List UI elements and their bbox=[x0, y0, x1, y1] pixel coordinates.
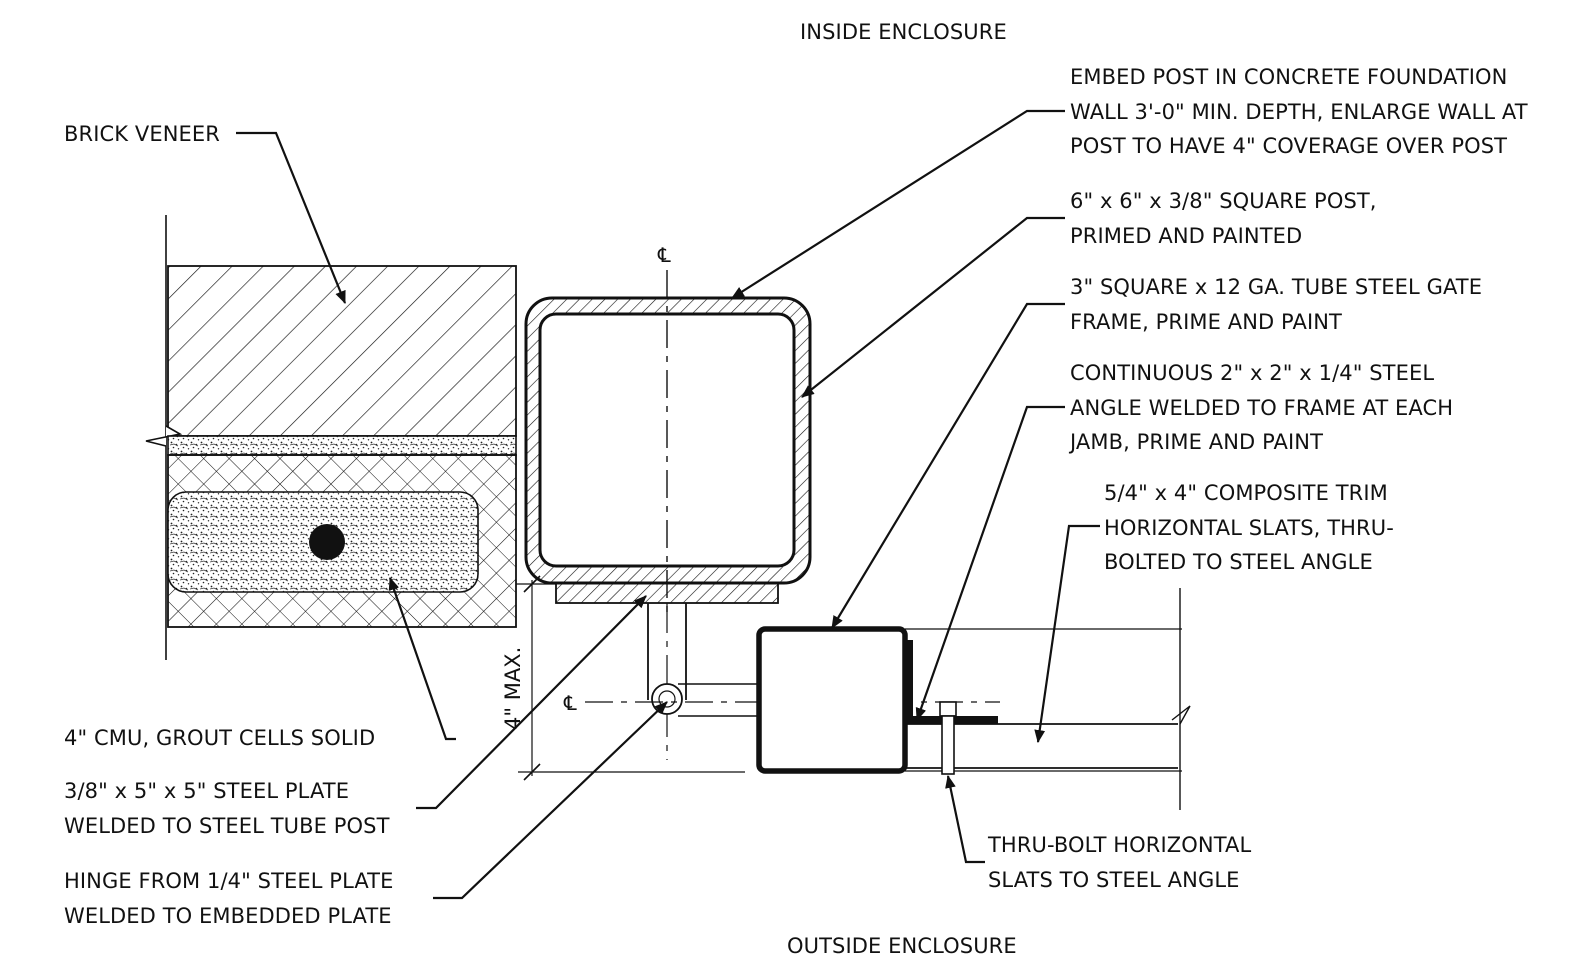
embed-post-note: EMBED POST IN CONCRETE FOUNDATION WALL 3… bbox=[1070, 60, 1528, 164]
dimension-text: 4" MAX. bbox=[501, 647, 525, 730]
hinge-note: HINGE FROM 1/4" STEEL PLATE WELDED TO EM… bbox=[64, 864, 393, 933]
note-line: CONTINUOUS 2" x 2" x 1/4" STEEL bbox=[1070, 361, 1435, 385]
note-line: 3" SQUARE x 12 GA. TUBE STEEL GATE bbox=[1070, 275, 1483, 299]
thru-bolt-note: THRU-BOLT HORIZONTAL SLATS TO STEEL ANGL… bbox=[988, 828, 1251, 897]
leader-steel-plate bbox=[416, 595, 647, 810]
note-line: HORIZONTAL SLATS, THRU- bbox=[1104, 515, 1394, 540]
rebar-dot bbox=[309, 524, 345, 560]
composite-trim-note: 5/4" x 4" COMPOSITE TRIM HORIZONTAL SLAT… bbox=[1104, 476, 1394, 580]
leader-gate-frame bbox=[831, 302, 1065, 629]
centerline-symbol-post: ℄ bbox=[657, 243, 671, 267]
leader-hinge bbox=[433, 701, 668, 900]
leader-steel-angle bbox=[915, 405, 1065, 722]
wall-assembly bbox=[145, 215, 517, 660]
leader-composite-trim bbox=[1034, 524, 1100, 744]
leader-cmu bbox=[388, 576, 456, 741]
note-line: FRAME, PRIME AND PAINT bbox=[1070, 309, 1342, 334]
leader-brick-veneer bbox=[236, 131, 347, 305]
cmu-note: 4" CMU, GROUT CELLS SOLID bbox=[64, 726, 376, 750]
square-post-note: 6" x 6" x 3/8" SQUARE POST, PRIMED AND P… bbox=[1070, 184, 1377, 253]
square-post bbox=[524, 270, 812, 620]
note-line: JAMB, PRIME AND PAINT bbox=[1070, 430, 1324, 454]
gate-frame-note: 3" SQUARE x 12 GA. TUBE STEEL GATE FRAME… bbox=[1070, 270, 1482, 339]
leader-thru-bolt bbox=[945, 774, 985, 864]
note-line: EMBED POST IN CONCRETE FOUNDATION bbox=[1070, 65, 1508, 89]
steel-plate-note: 3/8" x 5" x 5" STEEL PLATE WELDED TO STE… bbox=[64, 774, 390, 843]
leader-lines bbox=[236, 109, 1100, 900]
centerline-symbol-hinge: ℄ bbox=[563, 691, 577, 715]
note-line: WELDED TO STEEL TUBE POST bbox=[64, 813, 390, 838]
note-line: 3/8" x 5" x 5" STEEL PLATE bbox=[64, 779, 350, 803]
leader-embed-post bbox=[731, 109, 1065, 299]
note-line: PRIMED AND PAINTED bbox=[1070, 223, 1303, 248]
outside-enclosure-label: OUTSIDE ENCLOSURE bbox=[787, 934, 1017, 958]
note-line: ANGLE WELDED TO FRAME AT EACH bbox=[1070, 395, 1454, 420]
note-line: SLATS TO STEEL ANGLE bbox=[988, 867, 1240, 892]
note-line: BOLTED TO STEEL ANGLE bbox=[1104, 550, 1373, 574]
note-line: WELDED TO EMBEDDED PLATE bbox=[64, 903, 392, 928]
gate-frame bbox=[756, 626, 1182, 774]
mortar-band bbox=[167, 435, 517, 456]
note-line: 6" x 6" x 3/8" SQUARE POST, bbox=[1070, 189, 1377, 213]
embedded-steel-plate bbox=[555, 582, 779, 604]
inside-enclosure-label: INSIDE ENCLOSURE bbox=[800, 20, 1007, 44]
note-line: HINGE FROM 1/4" STEEL PLATE bbox=[64, 869, 394, 893]
dimension-4-max: 4" MAX. bbox=[501, 575, 745, 781]
brick-veneer-section bbox=[167, 265, 517, 437]
hinge-plate bbox=[647, 603, 760, 760]
leader-square-post bbox=[801, 216, 1065, 398]
note-line: THRU-BOLT HORIZONTAL bbox=[988, 833, 1252, 857]
thru-bolt bbox=[939, 701, 957, 775]
gate-frame-outer bbox=[756, 626, 908, 774]
note-line: 5/4" x 4" COMPOSITE TRIM bbox=[1104, 481, 1388, 505]
steel-angle-note: CONTINUOUS 2" x 2" x 1/4" STEEL ANGLE WE… bbox=[1070, 356, 1453, 460]
break-notch bbox=[145, 425, 183, 447]
brick-veneer-label: BRICK VENEER bbox=[64, 122, 220, 146]
note-line: POST TO HAVE 4" COVERAGE OVER POST bbox=[1070, 134, 1508, 158]
note-line: WALL 3'-0" MIN. DEPTH, ENLARGE WALL AT bbox=[1070, 99, 1528, 124]
